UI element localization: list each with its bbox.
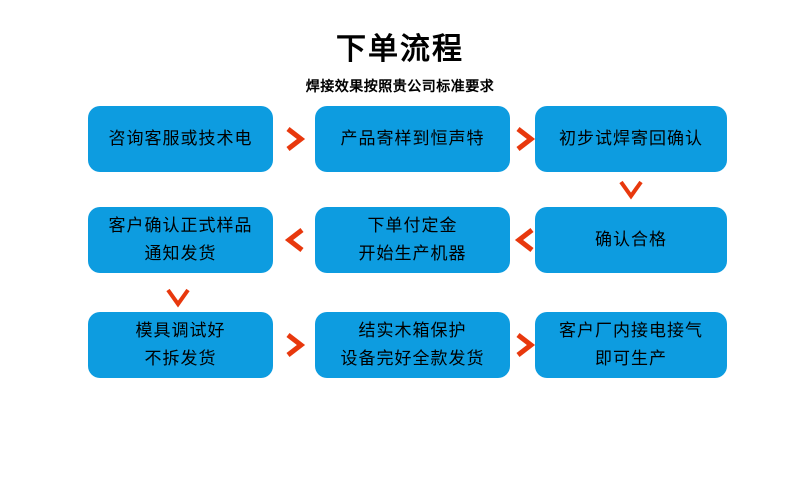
flow-node-7-line-2: 不拆发货 bbox=[144, 349, 217, 369]
flow-node-6[interactable]: 确认合格 bbox=[535, 207, 727, 273]
chevron-left-icon bbox=[278, 223, 312, 257]
chevron-right-icon bbox=[278, 328, 312, 362]
chevron-down-icon bbox=[161, 284, 195, 312]
flow-node-9[interactable]: 客户厂内接电接气 即可生产 bbox=[535, 312, 727, 378]
flow-node-4-line-2: 通知发货 bbox=[144, 244, 217, 264]
flow-node-8-line-2: 设备完好全款发货 bbox=[340, 349, 485, 369]
flow-node-9-line-1: 客户厂内接电接气 bbox=[559, 321, 703, 341]
chevron-left-icon bbox=[508, 223, 542, 257]
flow-node-8-line-1: 结实木箱保护 bbox=[358, 321, 467, 341]
flow-node-7[interactable]: 模具调试好 不拆发货 bbox=[88, 312, 273, 378]
flow-node-5-line-1: 下单付定金 bbox=[367, 216, 458, 236]
flow-node-5[interactable]: 下单付定金 开始生产机器 bbox=[315, 207, 510, 273]
flow-node-7-line-1: 模具调试好 bbox=[135, 321, 226, 341]
flow-node-3-line-1: 初步试焊寄回确认 bbox=[559, 129, 703, 149]
flow-node-8[interactable]: 结实木箱保护 设备完好全款发货 bbox=[315, 312, 510, 378]
chevron-right-icon bbox=[278, 122, 312, 156]
flow-node-2[interactable]: 产品寄样到恒声特 bbox=[315, 106, 510, 172]
flow-node-3[interactable]: 初步试焊寄回确认 bbox=[535, 106, 727, 172]
flow-node-1-line-1: 咨询客服或技术电 bbox=[108, 129, 253, 149]
flow-node-4[interactable]: 客户确认正式样品 通知发货 bbox=[88, 207, 273, 273]
flow-node-2-line-1: 产品寄样到恒声特 bbox=[340, 129, 485, 149]
flow-node-6-line-1: 确认合格 bbox=[595, 230, 667, 250]
flow-node-9-line-2: 即可生产 bbox=[595, 349, 667, 369]
page-title: 下单流程 bbox=[336, 32, 464, 67]
chevron-right-icon bbox=[508, 122, 542, 156]
chevron-down-icon bbox=[614, 176, 648, 204]
flow-node-4-line-1: 客户确认正式样品 bbox=[108, 216, 253, 236]
flow-node-1[interactable]: 咨询客服或技术电 bbox=[88, 106, 273, 172]
flow-node-5-line-2: 开始生产机器 bbox=[358, 244, 467, 264]
page-subtitle: 焊接效果按照贵公司标准要求 bbox=[305, 79, 495, 95]
chevron-right-icon bbox=[508, 328, 542, 362]
